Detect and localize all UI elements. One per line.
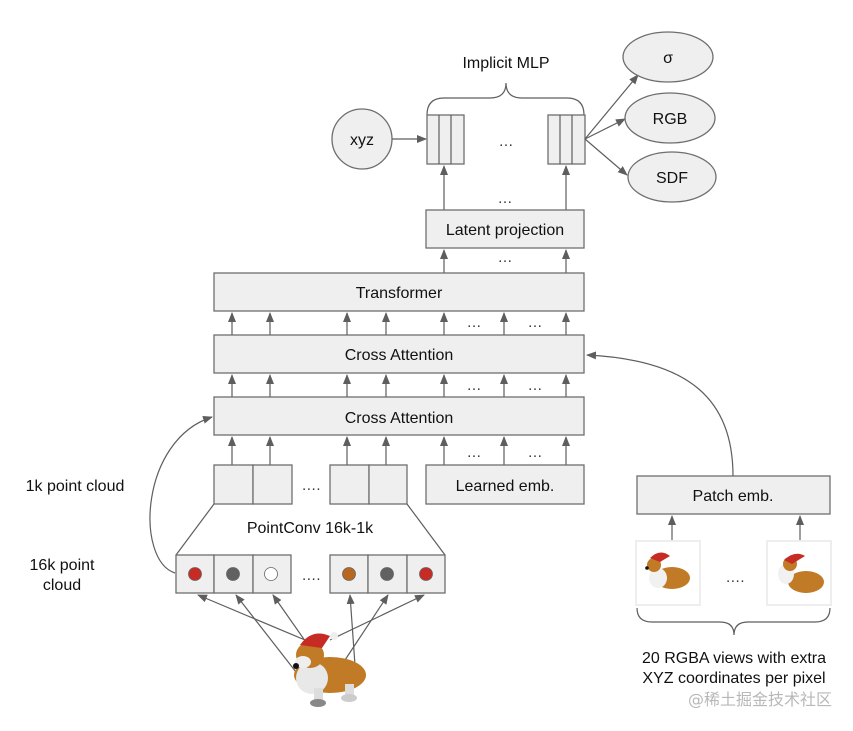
patch-emb-box [636,475,831,515]
sdf-label: SDF [656,170,688,187]
view-thumbnail-first [635,540,701,606]
ellipsis: … [467,377,482,394]
view-thumbnail-last [766,540,832,606]
cross-attention-top-box [213,334,585,374]
cross-attention-bottom-box [213,396,585,436]
pointconv-label: PointConv 16k-1k [247,520,374,537]
arrows-ca-bottom-to-ca-top [228,374,570,397]
latent-projection-box [425,209,585,249]
cross-attention-bottom-label: Cross Attention [345,410,454,427]
point-cloud-1k-tokens-left [213,464,293,505]
sixteen-k-point-cloud-label-line1: 16k point [30,557,95,574]
implicit-mlp-brace [426,82,585,116]
pointconv-edge-right [406,503,446,556]
watermark: @稀土掘金技术社区 [688,690,832,709]
sigma-label: σ [663,50,673,67]
views-caption-line2: XYZ coordinates per pixel [642,670,825,687]
transformer-latent-ellipsis: … [498,249,513,266]
tokens-ellipsis: …. [301,477,320,494]
transformer-label: Transformer [356,285,443,302]
learned-emb-label: Learned emb. [456,478,555,495]
output-sigma: σ [622,31,714,83]
arrow-to-sigma [584,74,639,140]
points-ellipsis: …. [301,567,320,584]
output-sdf: SDF [627,151,717,203]
mlp-layer-last [547,114,586,165]
one-k-point-cloud-label: 1k point cloud [26,478,125,495]
latent-mlp-ellipsis: … [498,190,513,207]
arrow-to-sdf [584,138,628,176]
rgb-label: RGB [653,111,688,128]
xyz-label: xyz [350,132,374,149]
ellipsis: … [528,314,543,331]
sixteen-k-point-cloud-label-line2: cloud [43,577,81,594]
point-dot [342,567,356,581]
implicit-mlp-label: Implicit MLP [462,55,549,72]
arrow-to-rgb [584,118,626,140]
point-dot [226,567,240,581]
output-rgb: RGB [624,92,716,144]
latent-projection-label: Latent projection [446,222,564,239]
point-cloud-1k-tokens-right [329,464,408,505]
skip-connection-arrow [149,415,213,574]
point-dot [188,567,202,581]
transformer-box [213,272,585,312]
views-caption-line1: 20 RGBA views with extra [642,650,826,667]
patch-emb-label: Patch emb. [693,488,774,505]
ellipsis: … [467,314,482,331]
point-dot [419,567,433,581]
ellipsis: … [528,444,543,461]
learned-emb-box [425,464,585,505]
pointconv-edge-left [175,503,215,556]
ellipsis: … [467,444,482,461]
point-dot [264,567,278,581]
point-dot [380,567,394,581]
views-ellipsis: …. [725,569,744,586]
ellipsis: … [528,377,543,394]
cross-attention-top-label: Cross Attention [345,347,454,364]
mlp-layer-first [426,114,465,165]
views-brace [636,607,831,636]
patch-to-cross-attention-arrow [586,351,734,477]
arrows-inputs-to-ca-bottom [228,436,570,465]
corgi-point-cloud-image [293,632,366,707]
mlp-ellipsis: … [499,133,514,150]
arrows-ca-top-to-transformer [228,312,570,335]
xyz-node: xyz [331,108,393,170]
